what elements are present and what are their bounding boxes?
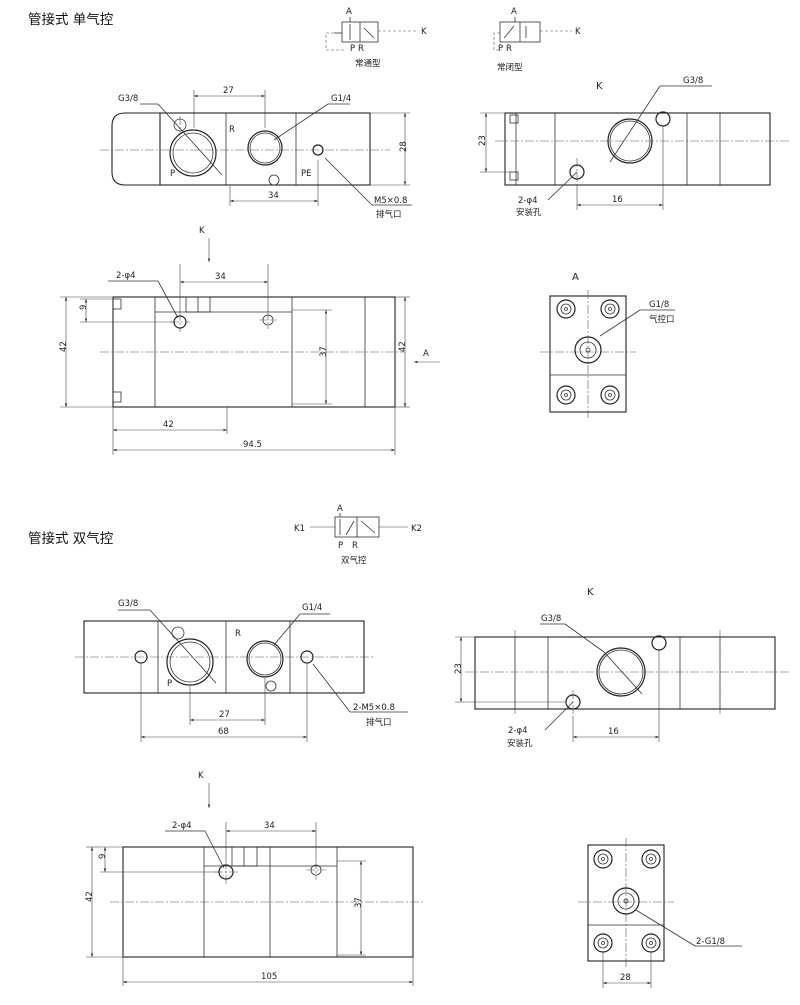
dim-37: 37 [319, 346, 329, 357]
valve-symbol-double-pilot: A K1 K2 P R 双气控 [294, 504, 422, 566]
label-m5: M5×0.8 [374, 196, 407, 206]
port-label-r: R [506, 44, 512, 54]
label-mount: 安装孔 [516, 207, 542, 218]
dim-27: 27 [223, 86, 234, 96]
caption-normally-closed: 常闭型 [497, 62, 523, 73]
label-g14: G1/4 [302, 603, 322, 613]
dim-23: 23 [478, 135, 488, 146]
dim-42-bottom: 42 [163, 420, 174, 430]
port-label-a: A [511, 7, 517, 17]
label-holes: 2-φ4 [172, 821, 192, 831]
view-label-a: A [423, 349, 429, 359]
port-label-pe: PE [301, 169, 312, 179]
dim-37: 37 [354, 897, 364, 908]
label-holes: 2-φ4 [116, 271, 136, 281]
port-label-a: A [346, 7, 352, 17]
end-view-single: A G1/8 气控口 [540, 272, 675, 418]
label-holes: 2-φ4 [508, 726, 528, 736]
label-g38: G3/8 [683, 76, 703, 86]
label-exhaust: 排气口 [376, 209, 402, 220]
view-label-k: K [198, 771, 204, 781]
side-view-single: K G3/8 23 2-φ4 安装孔 16 [478, 76, 790, 218]
pilot-label-k1: K1 [294, 524, 305, 534]
view-label-a: A [572, 272, 579, 283]
view-label-k: K [587, 587, 594, 598]
dim-34: 34 [264, 821, 275, 831]
port-label-r: R [229, 125, 235, 135]
label-g38: G3/8 [541, 614, 561, 624]
port-label-r: R [235, 629, 241, 639]
label-g14: G1/4 [331, 94, 351, 104]
dim-16: 16 [608, 727, 619, 737]
label-g18: G1/8 [649, 300, 669, 310]
dim-42: 42 [85, 891, 95, 902]
label-g38: G3/8 [118, 94, 138, 104]
caption-double-pilot: 双气控 [341, 555, 367, 566]
pilot-label-k: K [575, 27, 581, 37]
port-label-r: R [358, 44, 364, 54]
view-label-k: K [199, 226, 205, 236]
dim-9: 9 [79, 305, 89, 310]
dim-68: 68 [218, 727, 229, 737]
port-label-p: P [338, 541, 343, 551]
top-view-double: G3/8 G1/4 R P 2-M5×0.8 排气口 27 68 [75, 599, 408, 742]
port-label-p: P [170, 169, 175, 179]
valve-symbol-normally-closed: A P R K 常闭型 [493, 7, 581, 73]
dim-94-5: 94.5 [243, 440, 262, 450]
end-view-double: 2-G1/8 28 [578, 838, 742, 988]
dim-28: 28 [399, 141, 409, 152]
label-m5: 2-M5×0.8 [353, 703, 395, 713]
label-mount: 安装孔 [507, 738, 533, 749]
dim-23: 23 [454, 663, 464, 674]
section-title-single: 管接式 单气控 [28, 11, 114, 28]
valve-symbol-normally-open: A P R K 常通型 [325, 7, 427, 69]
dim-9: 9 [98, 854, 108, 859]
port-label-a: A [337, 504, 343, 514]
port-label-p: P [167, 679, 172, 689]
dim-105: 105 [261, 972, 277, 982]
side-view-double: K G3/8 23 2-φ4 安装孔 16 [454, 587, 790, 749]
dim-16: 16 [612, 195, 623, 205]
dim-34: 34 [268, 191, 279, 201]
pilot-label-k2: K2 [411, 524, 422, 534]
label-holes: 2-φ4 [518, 196, 538, 206]
dim-34: 34 [215, 272, 226, 282]
dim-42-left: 42 [59, 341, 69, 352]
port-label-p: P [350, 44, 355, 54]
label-g18: 2-G1/8 [696, 937, 725, 947]
port-label-r: R [352, 541, 358, 551]
top-view-single: G3/8 G1/4 R P PE 27 34 28 M5×0.8 排气口 [100, 86, 412, 220]
section-title-double: 管接式 双气控 [28, 530, 114, 547]
label-pilot-port: 气控口 [649, 314, 675, 325]
view-label-k: K [596, 81, 603, 92]
pilot-label-k: K [421, 27, 427, 37]
caption-normally-open: 常通型 [355, 58, 381, 69]
front-view-double: K 2-φ4 34 9 42 37 [85, 771, 425, 986]
label-exhaust: 排气口 [366, 717, 392, 728]
port-label-p: P [498, 44, 503, 54]
dim-27: 27 [219, 710, 230, 720]
dim-28: 28 [620, 973, 631, 983]
front-view-single: K [59, 226, 440, 455]
dim-42-right: 42 [398, 341, 408, 352]
label-g38: G3/8 [118, 599, 138, 609]
